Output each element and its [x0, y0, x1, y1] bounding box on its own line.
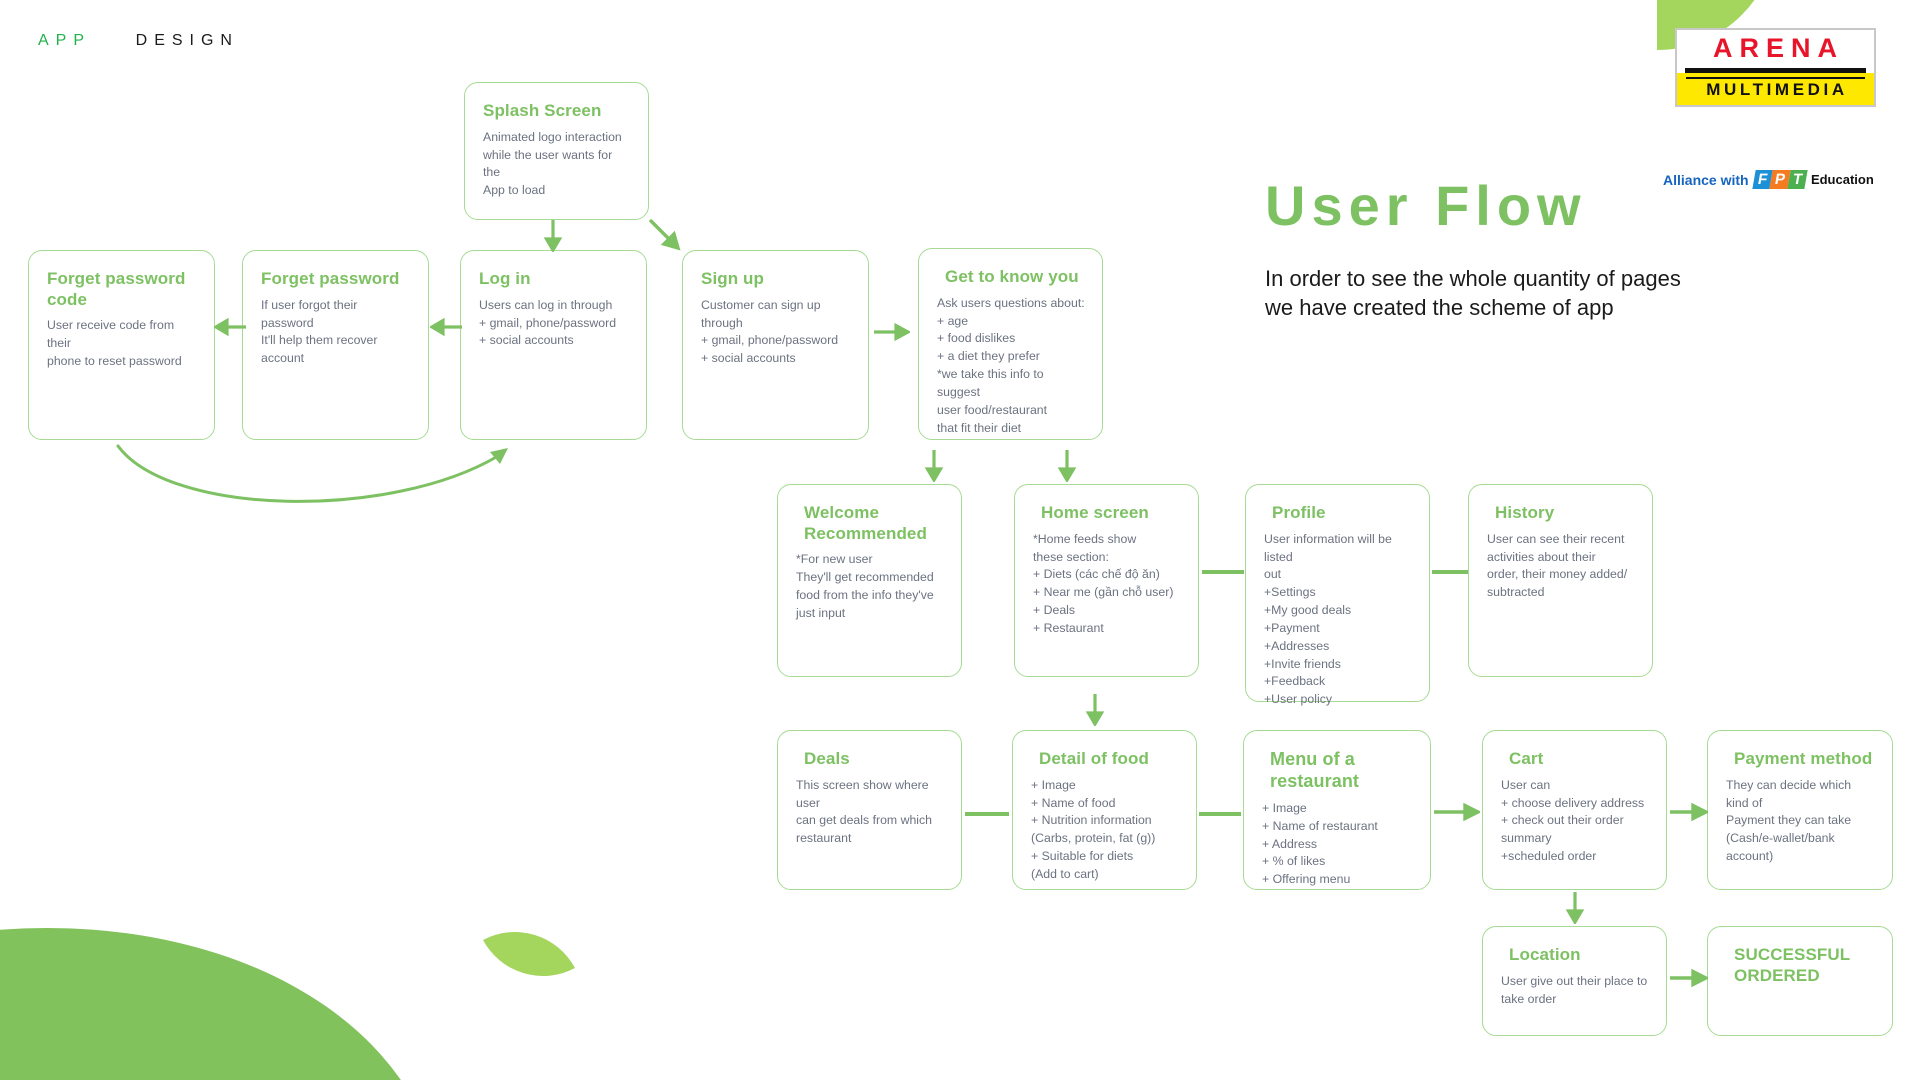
- card-log-in[interactable]: Log in Users can log in through + gmail,…: [460, 250, 647, 440]
- card-payment-method[interactable]: Payment method They can decide which kin…: [1707, 730, 1893, 890]
- card-title: Welcome Recommended: [804, 503, 927, 543]
- card-title: Home screen: [1041, 503, 1149, 522]
- app-design-app-word: APP: [38, 32, 91, 49]
- card-body: Users can log in through + gmail, phone/…: [479, 297, 617, 348]
- card-body: Ask users questions about: + age + food …: [937, 295, 1085, 435]
- page-title: User Flow: [1265, 174, 1587, 237]
- connector-home-to-profile-icon: [1202, 568, 1244, 576]
- page-subtitle: In order to see the whole quantity of pa…: [1265, 266, 1681, 321]
- card-title: Forget password code: [47, 269, 186, 309]
- alliance-education-label: Education: [1810, 172, 1874, 188]
- alliance-prefix-label: Alliance with: [1663, 171, 1749, 188]
- arrow-forget-password-to-code-icon: [214, 317, 246, 337]
- card-splash-screen[interactable]: Splash Screen Animated logo interaction …: [464, 82, 649, 220]
- card-body: User information will be listed out +Set…: [1264, 531, 1392, 707]
- arrow-home-to-detail-of-food-icon: [1085, 694, 1105, 726]
- arena-multimedia-logo: ARENA MULTIMEDIA: [1675, 28, 1880, 107]
- card-body: Customer can sign up through + gmail, ph…: [701, 297, 839, 366]
- card-title: Sign up: [701, 269, 765, 288]
- arrow-curved-back-to-login-icon: [110, 438, 530, 518]
- card-title: Get to know you: [945, 267, 1079, 286]
- card-forget-password[interactable]: Forget password If user forgot their pas…: [242, 250, 429, 440]
- arrow-signup-to-get-to-know-you-icon: [874, 322, 910, 342]
- leaf-decoration-large-icon: [0, 844, 440, 1080]
- arrow-menu-to-cart-icon: [1434, 802, 1480, 822]
- connector-deals-to-detail-icon: [965, 810, 1009, 818]
- arrow-location-to-successful-icon: [1670, 968, 1708, 988]
- card-body: User can + choose delivery address + che…: [1501, 777, 1645, 864]
- card-detail-of-food[interactable]: Detail of food + Image + Name of food + …: [1012, 730, 1197, 890]
- card-title: Detail of food: [1039, 749, 1149, 768]
- card-body: + Image + Name of restaurant + Address +…: [1262, 800, 1378, 887]
- card-profile[interactable]: Profile User information will be listed …: [1245, 484, 1430, 706]
- card-deals[interactable]: Deals This screen show where user can ge…: [777, 730, 962, 890]
- fpt-logo-icon: F P T: [1751, 170, 1808, 190]
- card-title: Location: [1509, 945, 1581, 964]
- leaf-decoration-small-icon: [483, 908, 575, 1000]
- card-history[interactable]: History User can see their recent activi…: [1468, 484, 1653, 677]
- card-location[interactable]: Location User give out their place to ta…: [1482, 926, 1667, 1036]
- brand-arena-text: ARENA: [1712, 33, 1844, 63]
- card-cart[interactable]: Cart User can + choose delivery address …: [1482, 730, 1667, 890]
- brand-multimedia-text: MULTIMEDIA: [1706, 80, 1848, 99]
- arrow-splash-to-login-icon: [543, 220, 563, 252]
- card-title: Splash Screen: [483, 101, 602, 120]
- connector-profile-to-history-icon: [1432, 568, 1468, 576]
- arrow-login-to-forget-password-icon: [430, 317, 462, 337]
- card-title: Cart: [1509, 749, 1544, 768]
- card-body: They can decide which kind of Payment th…: [1726, 777, 1852, 864]
- card-body: *Home feeds show these section: + Diets …: [1033, 531, 1174, 635]
- card-welcome-recommended[interactable]: Welcome Recommended *For new user They'l…: [777, 484, 962, 677]
- card-body: If user forgot their password It'll help…: [261, 297, 378, 366]
- arrow-cart-to-location-icon: [1565, 892, 1585, 924]
- card-body: User can see their recent activities abo…: [1487, 531, 1628, 600]
- card-body: This screen show where user can get deal…: [796, 777, 933, 846]
- brand-multimedia-top-rule: [1686, 77, 1865, 79]
- card-body: User give out their place to take order: [1501, 973, 1648, 1006]
- card-title: History: [1495, 503, 1555, 522]
- card-title: Profile: [1272, 503, 1326, 522]
- card-body: *For new user They'll get recommended fo…: [796, 552, 934, 620]
- brand-divider-rule: [1685, 68, 1866, 73]
- arrow-get-to-know-you-to-home-icon: [1057, 450, 1077, 482]
- card-menu-of-a-restaurant[interactable]: Menu of a restaurant + Image + Name of r…: [1243, 730, 1431, 890]
- card-home-screen[interactable]: Home screen *Home feeds show these secti…: [1014, 484, 1199, 677]
- card-title: Payment method: [1734, 749, 1873, 768]
- card-title: Forget password: [261, 269, 400, 288]
- fpt-alliance-badge: Alliance with F P T Education: [1663, 170, 1874, 190]
- card-title: SUCCESSFUL ORDERED: [1734, 945, 1850, 985]
- card-forget-password-code[interactable]: Forget password code User receive code f…: [28, 250, 215, 440]
- card-title: Menu of a restaurant: [1270, 749, 1360, 791]
- card-body: Animated logo interaction while the user…: [483, 129, 622, 198]
- card-body: + Image + Name of food + Nutrition infor…: [1031, 777, 1156, 881]
- fpt-letter-t: T: [1787, 170, 1808, 190]
- app-design-design-word: DESIGN: [135, 32, 239, 49]
- card-successful-ordered[interactable]: SUCCESSFUL ORDERED: [1707, 926, 1893, 1036]
- card-body: User receive code from their phone to re…: [47, 318, 182, 369]
- card-get-to-know-you[interactable]: Get to know you Ask users questions abou…: [918, 248, 1103, 440]
- arrow-splash-to-signup-icon: [648, 218, 684, 254]
- connector-detail-to-menu-icon: [1199, 810, 1241, 818]
- arrow-get-to-know-you-to-welcome-icon: [924, 450, 944, 482]
- card-title: Log in: [479, 269, 531, 288]
- arrow-cart-to-payment-icon: [1670, 802, 1708, 822]
- card-title: Deals: [804, 749, 850, 768]
- app-design-label: APP DESIGN: [38, 32, 239, 50]
- card-sign-up[interactable]: Sign up Customer can sign up through + g…: [682, 250, 869, 440]
